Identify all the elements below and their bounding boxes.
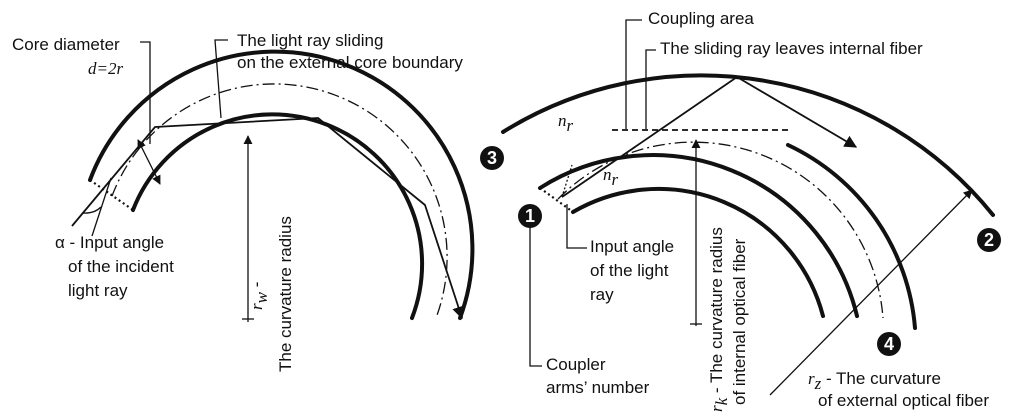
- right-internal-fiber-outer: [538, 153, 859, 318]
- left-alpha-line1: α - Input angle: [55, 233, 164, 252]
- right-external-fiber-inner: [786, 143, 917, 330]
- right-rz-radius-arrow: [769, 189, 973, 396]
- left-fiber-entry-face: [89, 179, 134, 211]
- left-outer-core-boundary: [88, 49, 475, 320]
- left-diameter-arrow: [137, 139, 161, 185]
- left-core-diameter-label: Core diameter: [12, 35, 120, 54]
- left-alpha-line3: light ray: [68, 281, 128, 300]
- right-coupling-area-label: Coupling area: [648, 9, 754, 28]
- right-input-angle-line1: Input angle: [590, 237, 674, 256]
- svg-text:4: 4: [884, 334, 894, 354]
- right-input-angle-line2: of the light: [590, 261, 669, 280]
- badge-1: 1: [518, 204, 542, 228]
- right-input-angle-guide: [561, 164, 573, 198]
- right-internal-fiber-axis: [557, 141, 884, 319]
- badge-2: 2: [977, 228, 1001, 252]
- right-coupler-leader: [529, 226, 542, 367]
- left-d-formula: d=2r: [88, 59, 123, 78]
- right-input-angle-leader: [566, 204, 587, 249]
- right-coupling-area-leader: [625, 19, 642, 129]
- left-ray-sliding-line1: The light ray sliding: [237, 31, 383, 50]
- right-rk-label-line1: rk - The curvature radius: [707, 227, 731, 412]
- right-sliding-leaves-leader: [645, 49, 656, 129]
- left-light-ray: [71, 117, 465, 320]
- svg-text:3: 3: [487, 148, 497, 168]
- right-coupler-line2: arms’ number: [546, 378, 650, 397]
- right-rz-label-line2: of external optical fiber: [818, 391, 989, 410]
- svg-text:2: 2: [984, 230, 994, 250]
- right-fiber-entry-face: [539, 187, 574, 213]
- left-rw-label: rw -: [247, 282, 271, 310]
- left-alpha-line2: of the incident: [68, 257, 174, 276]
- right-rk-label-line2: of internal optical fiber: [730, 238, 749, 405]
- left-input-angle-arc: [81, 206, 102, 214]
- svg-text:1: 1: [525, 206, 535, 226]
- badge-4: 4: [877, 332, 901, 356]
- left-curvature-label: The curvature radius: [276, 216, 295, 372]
- left-fiber-axis: [111, 83, 448, 319]
- left-ray-sliding-line2: on the external core boundary: [237, 53, 463, 72]
- right-sliding-leaves-label: The sliding ray leaves internal fiber: [660, 39, 923, 58]
- right-external-fiber-outer: [501, 73, 995, 217]
- badge-3: 3: [480, 146, 504, 170]
- right-nr-mid-label: nr: [603, 165, 619, 189]
- right-input-angle-line3: ray: [590, 285, 614, 304]
- right-light-ray: [561, 76, 858, 198]
- left-angle-normal-line: [91, 177, 112, 237]
- left-core-diameter-leader: [140, 41, 151, 144]
- right-rz-label-line1: rz - The curvature: [808, 369, 941, 393]
- right-coupler-line1: Coupler: [546, 355, 606, 374]
- right-internal-fiber-inner: [571, 186, 825, 318]
- right-nr-top-label: nr: [558, 111, 574, 135]
- left-ray-sliding-leader: [214, 39, 228, 119]
- right-coupler-fibers: [501, 73, 995, 330]
